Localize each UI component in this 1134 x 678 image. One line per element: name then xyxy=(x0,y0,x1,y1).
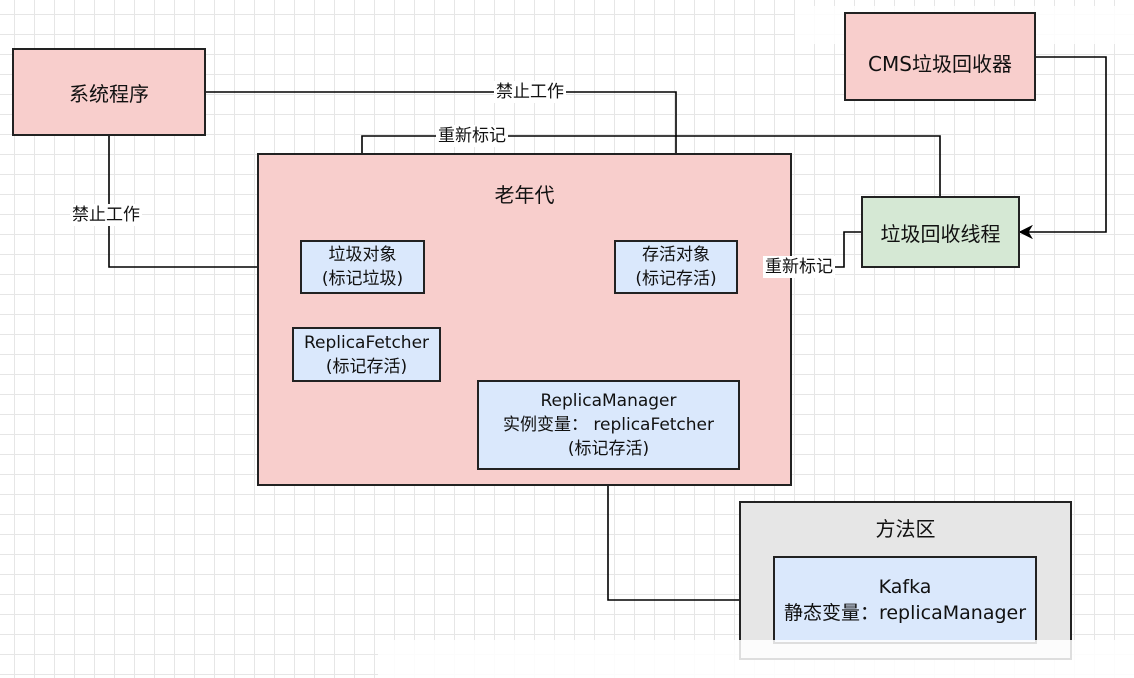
edge-label-remark-top: 重新标记 xyxy=(436,125,508,147)
garbage-object-line2: (标记垃圾) xyxy=(321,269,404,289)
edge-label-remark-right: 重新标记 xyxy=(763,256,835,278)
replica-manager-line1: ReplicaManager xyxy=(540,391,677,411)
replica-manager-node: ReplicaManager 实例变量： replicaFetcher (标记存… xyxy=(477,380,740,470)
replica-fetcher-line1: ReplicaFetcher xyxy=(303,332,430,353)
live-object-line2: (标记存活) xyxy=(635,269,717,289)
gc-thread-node: 垃圾回收线程 xyxy=(861,196,1020,268)
edge-label-stop-work-left: 禁止工作 xyxy=(70,204,142,226)
cms-collector-label: CMS垃圾回收器 xyxy=(868,52,1012,76)
cms-collector-node: CMS垃圾回收器 xyxy=(844,12,1036,101)
garbage-object-line1: 垃圾对象 xyxy=(328,245,397,265)
garbage-object-node: 垃圾对象 (标记垃圾) xyxy=(300,240,425,294)
live-object-node: 存活对象 (标记存活) xyxy=(614,240,738,294)
edge-cms-to-gc xyxy=(1018,56,1107,240)
faded-footer-strip xyxy=(378,640,1134,678)
kafka-line1: Kafka xyxy=(878,576,932,598)
method-area-title: 方法区 xyxy=(875,517,936,541)
replica-manager-line3: (标记存活) xyxy=(567,439,650,459)
replica-manager-line2: 实例变量： replicaFetcher xyxy=(502,415,715,435)
replica-fetcher-node: ReplicaFetcher (标记存活) xyxy=(292,327,441,382)
kafka-node: Kafka 静态变量：replicaManager xyxy=(773,556,1037,644)
system-program-node: 系统程序 xyxy=(12,48,206,136)
kafka-line2: 静态变量：replicaManager xyxy=(783,602,1027,624)
live-object-line1: 存活对象 xyxy=(642,245,710,265)
edge-kafka-to-manager xyxy=(600,468,773,601)
replica-fetcher-line2: (标记存活) xyxy=(325,356,408,377)
gc-thread-label: 垃圾回收线程 xyxy=(880,221,1001,246)
edge-label-stop-work-top: 禁止工作 xyxy=(494,81,566,103)
system-program-label: 系统程序 xyxy=(69,81,149,106)
edge-stop-work-left xyxy=(108,136,302,275)
old-gen-title: 老年代 xyxy=(494,183,555,207)
